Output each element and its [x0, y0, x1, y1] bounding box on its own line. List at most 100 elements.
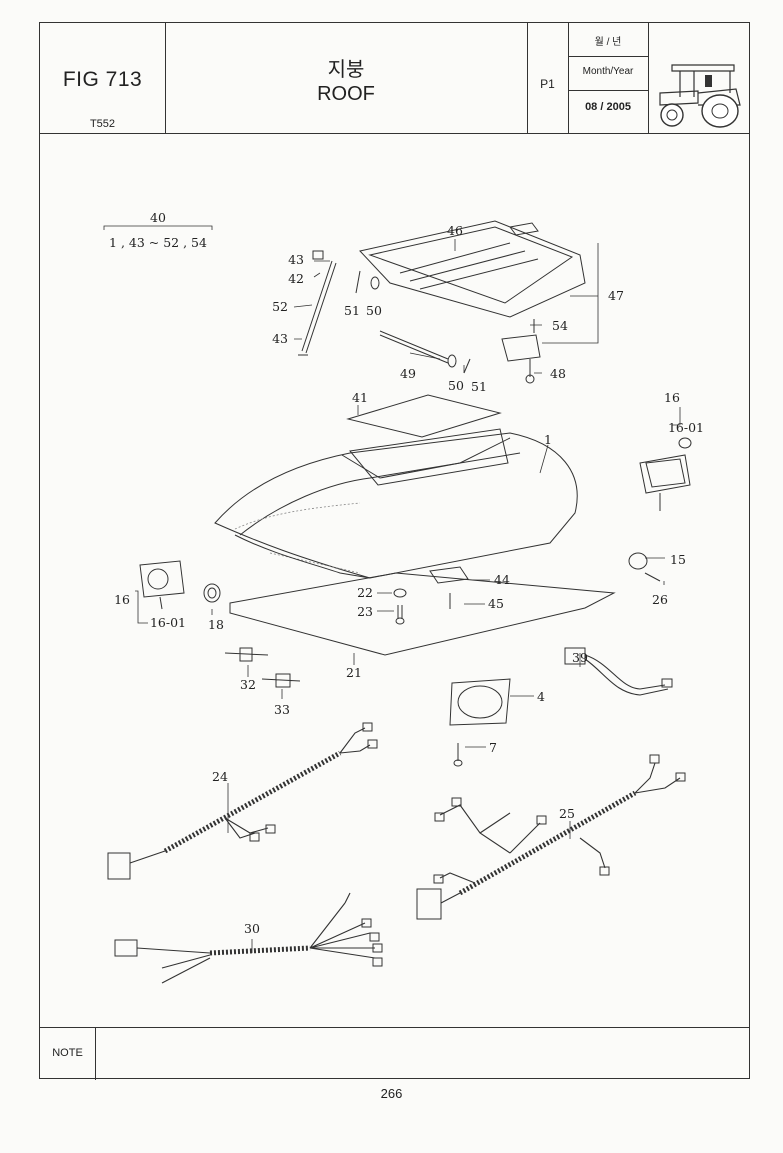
- callout-21: 21: [346, 665, 362, 680]
- callout-45: 45: [488, 596, 504, 611]
- harness-25-stroke: [416, 888, 442, 920]
- callout-25: 25: [559, 806, 575, 821]
- speaker-stroke: [449, 678, 511, 726]
- harness-39-stroke: [584, 654, 666, 690]
- roof-panel-stroke: [234, 502, 361, 574]
- callout-33: 33: [274, 702, 290, 717]
- hinge-bracket-stroke: [525, 374, 535, 384]
- hinge-pin-assembly: [355, 270, 471, 374]
- harness-25-stroke: [599, 866, 610, 876]
- roof-panel-stroke: [214, 432, 578, 579]
- roof-panel: [214, 428, 578, 579]
- connector-pair-stroke: [224, 647, 269, 662]
- figure-number: FIG 713: [62, 68, 143, 91]
- page-code: P1: [540, 77, 555, 91]
- work-lamp-front-stroke: [639, 454, 691, 494]
- callout-16: 16: [664, 390, 680, 405]
- callout-43: 43: [272, 331, 288, 346]
- diagram-line: [377, 579, 490, 612]
- hatch-seal: [346, 394, 502, 438]
- callout-47: 47: [608, 288, 624, 303]
- grommet: [203, 583, 221, 603]
- harness-25-stroke: [536, 815, 547, 825]
- harness-24: [107, 722, 378, 880]
- work-lamp-rear-stroke: [159, 596, 163, 610]
- callout-26: 26: [652, 592, 668, 607]
- work-lamp-front-stroke: [678, 437, 692, 449]
- callout-51: 51: [471, 379, 487, 394]
- harness-30-stroke: [369, 932, 380, 942]
- harness-24-stroke: [107, 852, 131, 880]
- speaker-stroke: [453, 759, 463, 767]
- work-lamp-rear-stroke: [139, 560, 185, 598]
- gas-strut: [298, 250, 337, 356]
- dome-light-stroke: [644, 572, 661, 582]
- speaker-stroke: [457, 685, 503, 719]
- harness-25-stroke: [458, 790, 637, 896]
- diagram-line: [293, 260, 330, 340]
- roof-panel-stroke: [234, 534, 371, 579]
- header-bottom-rule: [40, 133, 749, 134]
- callout-49: 49: [400, 366, 416, 381]
- harness-25-stroke: [649, 754, 660, 764]
- page-title: ROOF: [317, 83, 375, 105]
- header-divider: [568, 90, 648, 91]
- date-value: 08 / 2005: [585, 101, 631, 113]
- date-header: Month/Year: [582, 66, 634, 77]
- date-header-korean: 월 / 년: [594, 37, 622, 48]
- gas-strut-stroke: [301, 260, 333, 352]
- callout-16-01: 16-01: [668, 420, 704, 435]
- harness-25: [416, 754, 686, 920]
- work-lamp-rear: [139, 560, 185, 610]
- hinge-pin-assembly-stroke: [370, 276, 380, 290]
- callout-54: 54: [552, 318, 568, 333]
- diagram-line: [227, 653, 581, 833]
- note-label: NOTE: [52, 1047, 83, 1059]
- callout-50: 50: [366, 303, 382, 318]
- harness-30-stroke: [161, 954, 211, 969]
- assembly-group-number: 40: [150, 210, 166, 225]
- harness-25-stroke: [439, 804, 541, 854]
- assembly-bracket: [103, 225, 213, 230]
- header-divider: [568, 23, 569, 133]
- diagram-line: [135, 407, 681, 624]
- harness-24-stroke: [362, 722, 373, 732]
- harness-39-stroke: [564, 647, 586, 665]
- model-code: T552: [89, 118, 116, 130]
- callout-16-01: 16-01: [150, 615, 186, 630]
- callout-32: 32: [240, 677, 256, 692]
- callout-39: 39: [572, 650, 588, 665]
- mounting-block-stroke: [429, 566, 469, 584]
- connector-pair: [224, 647, 301, 688]
- harness-39-stroke: [584, 658, 669, 696]
- callout-7: 7: [489, 740, 497, 755]
- harness-24-stroke: [224, 817, 269, 839]
- roof-hatch-lid-stroke: [399, 242, 539, 290]
- roof-hatch-lid-stroke: [359, 220, 586, 318]
- work-lamp-front-stroke: [645, 458, 686, 488]
- roof-hatch-lid-stroke: [368, 226, 574, 304]
- harness-30-stroke: [136, 947, 211, 954]
- harness-30-stroke: [114, 939, 138, 957]
- header-divider: [165, 23, 166, 133]
- roof-hatch-lid-stroke: [509, 222, 539, 236]
- washer-and-bolt: [393, 588, 407, 625]
- grommet-stroke: [203, 583, 221, 603]
- harness-30-stroke: [361, 918, 372, 928]
- hinge-pin-assembly-stroke: [379, 330, 449, 360]
- harness-25-stroke: [451, 797, 462, 807]
- roof-panel-stroke: [239, 452, 521, 536]
- harness-24-stroke: [265, 824, 276, 834]
- dome-light-stroke: [628, 552, 648, 570]
- diagram-line: [357, 352, 549, 474]
- harness-30: [114, 892, 383, 984]
- hinge-pin-assembly-stroke: [447, 354, 457, 368]
- mounting-block: [429, 566, 469, 609]
- harness-39: [564, 647, 673, 696]
- hinge-pin-assembly-stroke: [463, 358, 471, 374]
- connector-pair-stroke: [261, 673, 301, 688]
- harness-25-stroke: [675, 772, 686, 782]
- harness-30-stroke: [209, 945, 311, 956]
- header-divider: [568, 56, 648, 57]
- work-lamp-rear-stroke: [147, 568, 169, 590]
